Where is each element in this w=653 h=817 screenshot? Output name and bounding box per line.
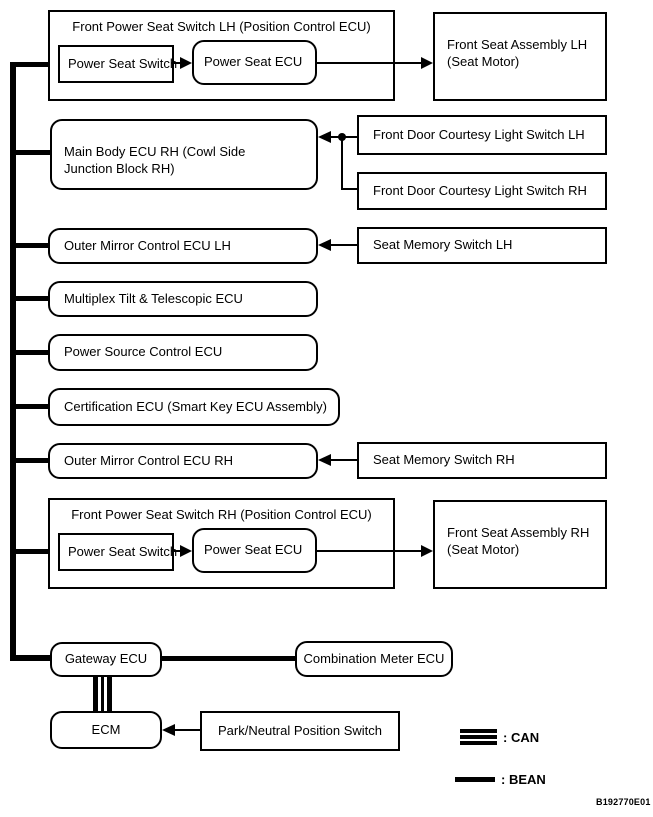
bean-bus-line <box>10 62 16 661</box>
arrow-right-icon <box>421 545 433 557</box>
bean-stub-line <box>10 296 48 301</box>
connector-line <box>317 62 421 64</box>
connector-line <box>174 62 182 64</box>
legend-can-symbol <box>460 735 497 739</box>
connector-line <box>175 729 200 731</box>
bean-stub-line <box>10 150 50 155</box>
courtesy-switch-rh-box: Front Door Courtesy Light Switch RH <box>357 172 607 210</box>
front-seat-assembly-rh-label: Front Seat Assembly RH (Seat Motor) <box>447 525 590 557</box>
arrow-left-icon <box>318 454 331 466</box>
can-link-line <box>101 677 104 712</box>
power-seat-switch-lh-label: Power Seat Switch <box>68 55 178 71</box>
power-source-ecu-box: Power Source Control ECU <box>48 334 318 371</box>
legend-can-symbol <box>460 741 497 745</box>
bean-stub-line <box>10 243 48 248</box>
connector-line <box>341 188 357 190</box>
seat-memory-switch-rh-label: Seat Memory Switch RH <box>373 452 515 468</box>
front-seat-assembly-lh-label: Front Seat Assembly LH (Seat Motor) <box>447 37 588 69</box>
gateway-ecu-label: Gateway ECU <box>64 651 148 667</box>
power-seat-ecu-lh-label: Power Seat ECU <box>204 54 303 70</box>
front-seat-assembly-rh-box: Front Seat Assembly RH (Seat Motor) <box>433 500 607 589</box>
seat-memory-switch-lh-box: Seat Memory Switch LH <box>357 227 607 264</box>
combination-meter-ecu-label: Combination Meter ECU <box>303 650 445 666</box>
arrow-left-icon <box>318 131 331 143</box>
legend-bean-label: : BEAN <box>501 772 546 787</box>
connector-line <box>331 244 357 246</box>
combination-meter-ecu-box: Combination Meter ECU <box>295 641 453 677</box>
power-source-ecu-label: Power Source Control ECU <box>64 344 223 360</box>
mirror-ecu-lh-label: Outer Mirror Control ECU LH <box>64 237 231 253</box>
bean-link-line <box>162 656 295 661</box>
legend-bean-symbol <box>455 777 495 782</box>
connector-line <box>341 137 343 190</box>
multiplex-ecu-label: Multiplex Tilt & Telescopic ECU <box>64 290 243 306</box>
bean-stub-line <box>10 404 48 409</box>
bean-stub-line <box>10 62 48 67</box>
courtesy-switch-lh-box: Front Door Courtesy Light Switch LH <box>357 115 607 155</box>
arrow-left-icon <box>318 239 331 251</box>
certification-ecu-box: Certification ECU (Smart Key ECU Assembl… <box>48 388 340 426</box>
front-power-seat-switch-rh-label: Front Power Seat Switch RH (Position Con… <box>71 507 372 522</box>
power-seat-ecu-lh-box: Power Seat ECU <box>192 40 317 85</box>
bean-stub-line <box>10 549 48 554</box>
front-power-seat-switch-lh-label: Front Power Seat Switch LH (Position Con… <box>72 19 371 34</box>
can-link-line <box>107 677 112 712</box>
park-neutral-switch-box: Park/Neutral Position Switch <box>200 711 400 751</box>
legend-can-symbol <box>460 729 497 733</box>
power-seat-switch-lh-box: Power Seat Switch <box>58 45 178 83</box>
ecm-label: ECM <box>91 721 121 737</box>
legend-can-label: : CAN <box>503 730 540 745</box>
bean-stub-line <box>10 350 48 355</box>
certification-ecu-label: Certification ECU (Smart Key ECU Assembl… <box>64 398 327 414</box>
bean-stub-line <box>10 458 48 463</box>
arrow-right-icon <box>421 57 433 69</box>
power-seat-ecu-rh-label: Power Seat ECU <box>204 542 303 558</box>
ecm-box: ECM <box>50 711 162 749</box>
courtesy-switch-lh-label: Front Door Courtesy Light Switch LH <box>373 126 585 142</box>
power-seat-ecu-rh-box: Power Seat ECU <box>192 528 317 573</box>
power-seat-switch-rh-label: Power Seat Switch <box>68 543 178 559</box>
connector-line <box>331 459 357 461</box>
mirror-ecu-lh-box: Outer Mirror Control ECU LH <box>48 228 318 264</box>
seat-memory-switch-lh-label: Seat Memory Switch LH <box>373 237 513 253</box>
front-seat-assembly-lh-box: Front Seat Assembly LH (Seat Motor) <box>433 12 607 101</box>
seat-memory-switch-rh-box: Seat Memory Switch RH <box>357 442 607 479</box>
connector-line <box>317 550 421 552</box>
figure-id: B192770E01 <box>596 797 651 807</box>
mirror-ecu-rh-box: Outer Mirror Control ECU RH <box>48 443 318 479</box>
gateway-ecu-box: Gateway ECU <box>50 642 162 677</box>
arrow-right-icon <box>180 57 192 69</box>
park-neutral-switch-label: Park/Neutral Position Switch <box>218 722 383 738</box>
arrow-left-icon <box>162 724 175 736</box>
main-body-ecu-label: Main Body ECU RH (Cowl Side Junction Blo… <box>64 144 246 176</box>
bean-stub-line <box>10 655 50 661</box>
can-link-line <box>93 677 98 712</box>
mirror-ecu-rh-label: Outer Mirror Control ECU RH <box>64 452 234 468</box>
arrow-right-icon <box>180 545 192 557</box>
power-seat-switch-rh-box: Power Seat Switch <box>58 533 178 571</box>
connector-line <box>174 550 182 552</box>
courtesy-switch-rh-label: Front Door Courtesy Light Switch RH <box>373 182 587 198</box>
main-body-ecu-box: Main Body ECU RH (Cowl Side Junction Blo… <box>50 119 318 190</box>
multiplex-ecu-box: Multiplex Tilt & Telescopic ECU <box>48 281 318 317</box>
